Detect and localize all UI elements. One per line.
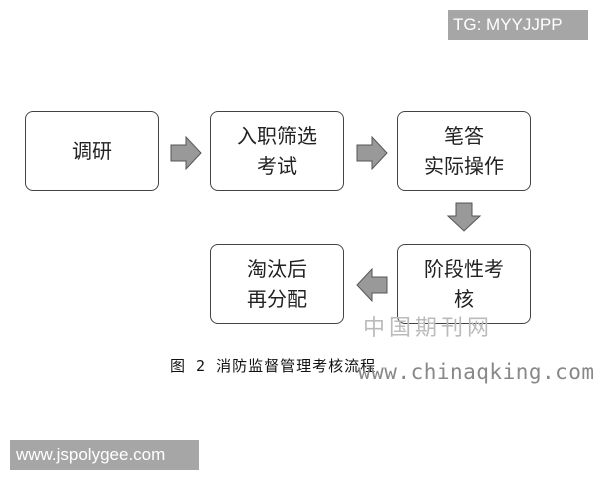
flow-node-research: 调研 bbox=[25, 111, 159, 191]
node-label: 调研 bbox=[72, 139, 112, 163]
arrow-down-icon bbox=[447, 202, 481, 232]
flow-node-periodic-assessment: 阶段性考 核 bbox=[397, 244, 531, 324]
watermark-site-cn: 中国期刊网 bbox=[363, 316, 494, 341]
node-label-line1: 笔答 bbox=[444, 124, 484, 148]
node-label-line2: 核 bbox=[454, 287, 474, 311]
flow-node-reassign: 淘汰后 再分配 bbox=[210, 244, 344, 324]
node-label-line2: 考试 bbox=[257, 154, 297, 178]
watermark-badge-bottom: www.jspolygee.com bbox=[10, 440, 199, 470]
node-label-line1: 阶段性考 bbox=[424, 257, 504, 281]
watermark-badge-top: TG: MYYJJPP bbox=[448, 10, 588, 40]
node-label-line1: 淘汰后 bbox=[247, 257, 307, 281]
flow-node-written-practical: 笔答 实际操作 bbox=[397, 111, 531, 191]
flow-node-entry-exam: 入职筛选 考试 bbox=[210, 111, 344, 191]
arrow-left-icon bbox=[356, 268, 388, 302]
arrow-right-icon bbox=[356, 136, 388, 170]
node-label-line2: 再分配 bbox=[247, 287, 307, 311]
watermark-site-url: www.chinaqking.com bbox=[358, 360, 595, 384]
node-label-line1: 入职筛选 bbox=[237, 124, 317, 148]
arrow-right-icon bbox=[170, 136, 202, 170]
figure-caption: 图 2 消防监督管理考核流程 bbox=[170, 357, 377, 375]
node-label-line2: 实际操作 bbox=[424, 154, 504, 178]
